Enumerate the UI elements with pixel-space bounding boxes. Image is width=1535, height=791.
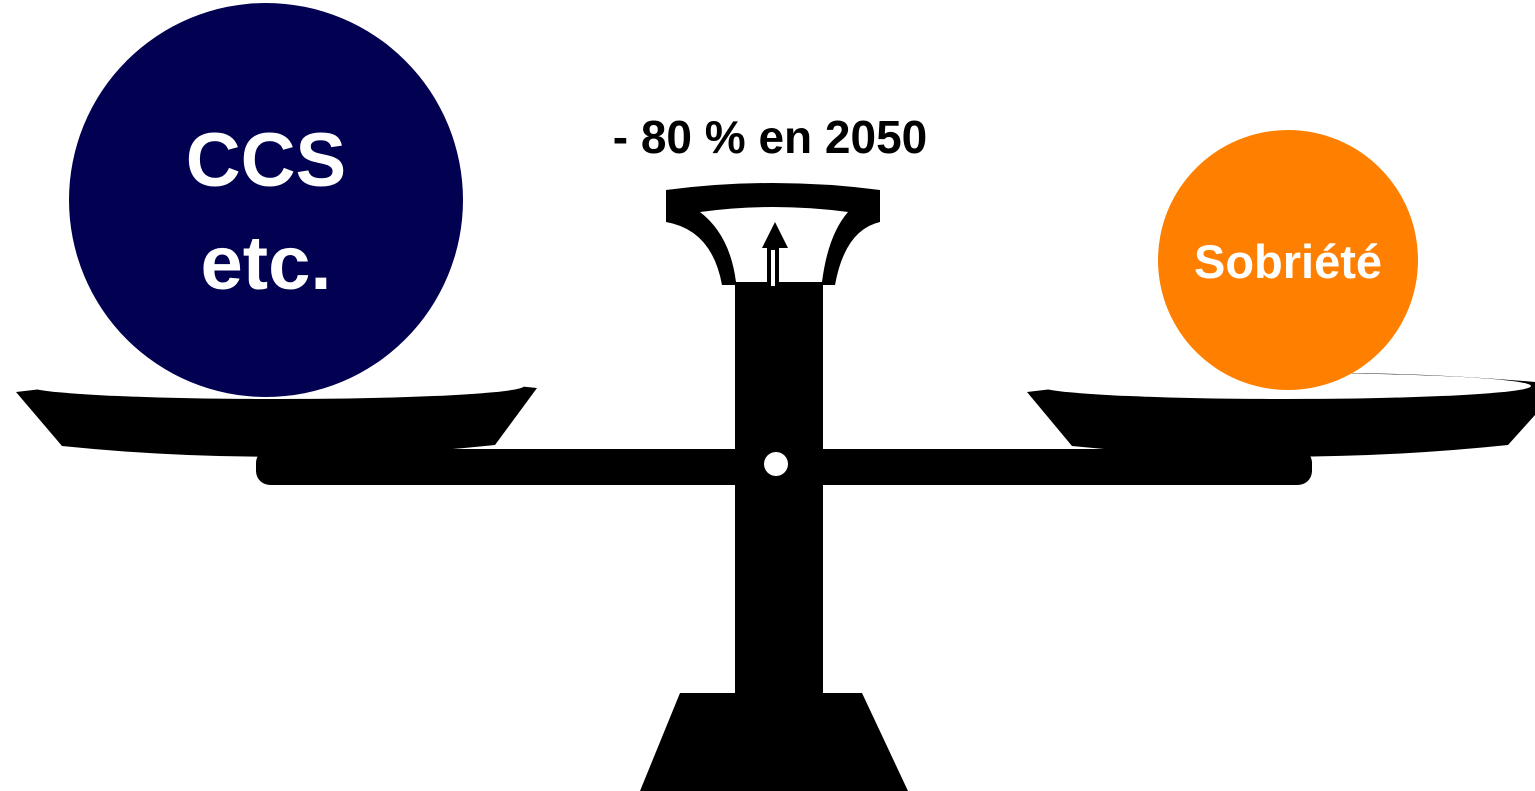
left-weight-label-line1: CCS	[186, 118, 346, 203]
left-weight: CCS etc.	[69, 3, 463, 397]
right-weight-label: Sobriété	[1194, 235, 1382, 288]
scale-base	[640, 693, 908, 791]
left-weight-circle	[69, 3, 463, 397]
target-label: - 80 % en 2050	[613, 111, 928, 163]
needle-arrow-icon	[762, 222, 788, 286]
scale-post	[735, 283, 823, 695]
left-weight-label-line2: etc.	[201, 221, 332, 306]
right-weight: Sobriété	[1158, 130, 1418, 390]
pivot-icon	[764, 452, 788, 476]
right-weight-circle	[1158, 130, 1418, 390]
